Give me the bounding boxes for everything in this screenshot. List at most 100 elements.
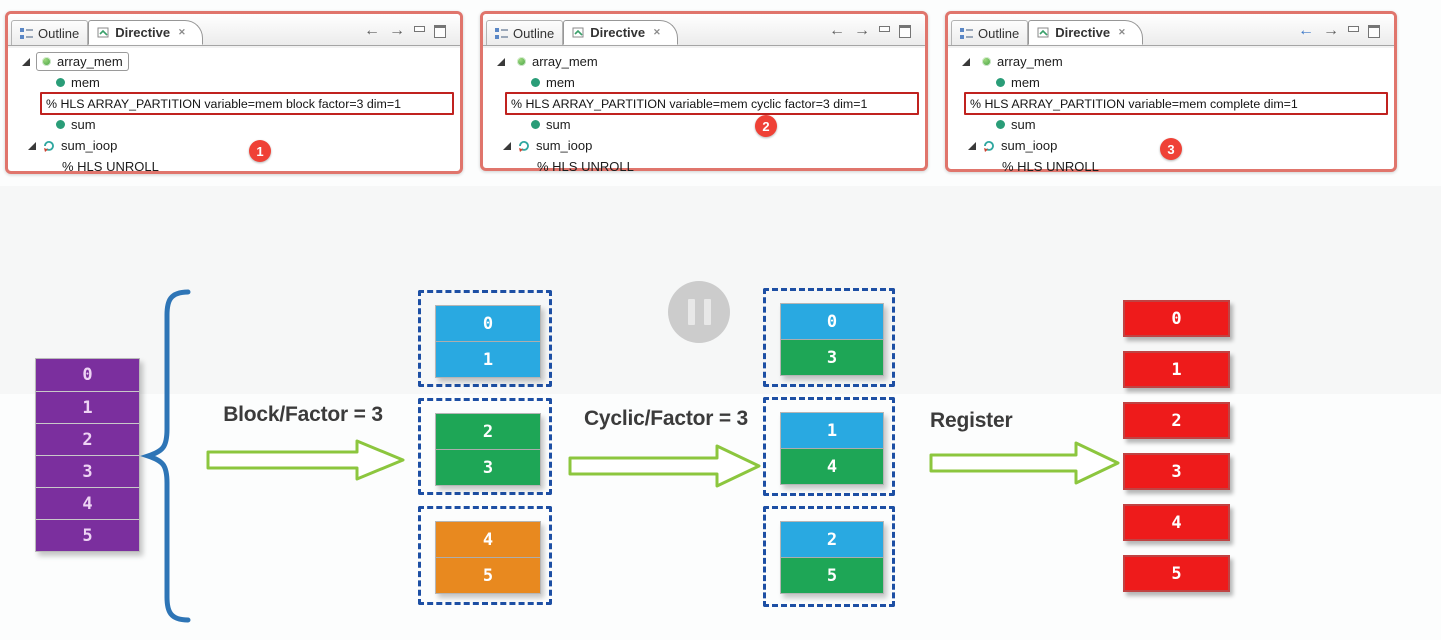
outline-icon [960, 27, 973, 39]
array-cell: 5 [436, 557, 540, 593]
directive-text: % HLS ARRAY_PARTITION variable=mem cycli… [511, 96, 868, 111]
close-icon[interactable]: ✕ [178, 27, 186, 37]
array-cell: 2 [436, 414, 540, 449]
register-cell: 0 [1123, 300, 1230, 337]
cell-value: 3 [826, 347, 838, 368]
tree-item-label: mem [71, 75, 100, 90]
tree-item-sum[interactable]: sum [16, 114, 460, 135]
tree-item-unroll[interactable]: % HLS UNROLL [491, 156, 925, 177]
tree-item-directive[interactable]: % HLS ARRAY_PARTITION variable=mem block… [16, 92, 460, 115]
array-cell: 2 [781, 522, 883, 557]
tree-item-unroll[interactable]: % HLS UNROLL [956, 156, 1394, 177]
directive-text: % HLS UNROLL [537, 159, 634, 174]
selected-node-box: array_mem [36, 52, 129, 71]
variable-icon [56, 78, 65, 87]
directive-text: % HLS UNROLL [62, 159, 159, 174]
tab-directive[interactable]: Directive ✕ [1028, 20, 1143, 45]
register-cell: 2 [1123, 402, 1230, 439]
pause-overlay[interactable] [668, 281, 730, 343]
expand-twistie-icon[interactable] [497, 57, 505, 66]
node-box: array_mem [511, 52, 604, 71]
array-cell: 1 [436, 341, 540, 377]
forward-icon[interactable]: → [854, 22, 870, 39]
maximize-icon[interactable] [899, 24, 911, 38]
forward-icon[interactable]: → [389, 22, 405, 39]
tree-item-label: sum [71, 117, 96, 132]
cell-value: 1 [82, 397, 93, 418]
tree-item-mem[interactable]: mem [956, 72, 1394, 93]
variable-icon [531, 120, 540, 129]
cyclic-arrow-icon [568, 444, 761, 488]
minimize-icon[interactable] [879, 26, 890, 32]
tree-item-sum-ioop[interactable]: sum_ioop [16, 135, 460, 156]
cell-value: 3 [82, 461, 93, 482]
partition-cells: 0 1 [435, 305, 541, 378]
maximize-icon[interactable] [434, 24, 446, 38]
tree-item-label: array_mem [532, 54, 598, 69]
tree-item-sum[interactable]: sum [491, 114, 925, 135]
pause-icon [703, 299, 711, 325]
tree-item-mem[interactable]: mem [491, 72, 925, 93]
back-icon[interactable]: ← [829, 22, 845, 39]
step-badge: 1 [249, 140, 271, 162]
array-cell: 1 [781, 413, 883, 448]
back-icon[interactable]: ← [364, 22, 380, 39]
directive-tree: array_mem mem % HLS ARRAY_PARTITION vari… [483, 46, 925, 177]
tree-item-sum-ioop[interactable]: sum_ioop [491, 135, 925, 156]
expand-twistie-icon[interactable] [962, 57, 970, 66]
source-array: 0 1 2 3 4 5 [35, 358, 140, 552]
tab-directive[interactable]: Directive ✕ [563, 20, 678, 45]
brace [140, 289, 191, 623]
block-partition-1: 0 1 [418, 290, 552, 387]
tree-item-label: sum_ioop [1001, 138, 1058, 153]
tab-outline-label: Outline [38, 25, 80, 41]
forward-icon[interactable]: → [1323, 22, 1339, 39]
expand-twistie-icon[interactable] [503, 141, 511, 150]
minimize-icon[interactable] [414, 26, 425, 32]
tree-item-directive[interactable]: % HLS ARRAY_PARTITION variable=mem cycli… [491, 92, 925, 115]
view-toolbar: ← → [1298, 23, 1394, 45]
minimize-icon[interactable] [1348, 26, 1359, 32]
tree-item-array-mem[interactable]: array_mem [956, 51, 1394, 72]
cell-value: 0 [82, 365, 93, 385]
tree-item-array-mem[interactable]: array_mem [491, 51, 925, 72]
close-icon[interactable]: ✕ [653, 27, 661, 37]
pause-icon [687, 299, 695, 325]
directive-highlight-box: % HLS ARRAY_PARTITION variable=mem compl… [964, 92, 1388, 115]
variable-icon [56, 120, 65, 129]
tab-directive-label: Directive [1055, 25, 1111, 40]
loop-icon [519, 140, 529, 152]
directive-highlight-box: % HLS ARRAY_PARTITION variable=mem cycli… [505, 92, 919, 115]
expand-twistie-icon[interactable] [22, 57, 30, 66]
outline-icon [495, 27, 508, 39]
directive-panel-complete: Outline Directive ✕ ← → array_mem mem % … [945, 11, 1397, 174]
expand-twistie-icon[interactable] [28, 141, 36, 150]
tree-item-sum-ioop[interactable]: sum_ioop [956, 135, 1394, 156]
directive-icon [572, 27, 584, 38]
cell-value: 5 [82, 525, 93, 546]
tab-outline[interactable]: Outline [951, 20, 1029, 45]
tree-item-directive[interactable]: % HLS ARRAY_PARTITION variable=mem compl… [956, 92, 1394, 115]
function-icon [517, 57, 526, 66]
tree-item-label: sum_ioop [536, 138, 593, 153]
tab-outline[interactable]: Outline [11, 20, 89, 45]
tab-directive-label: Directive [115, 25, 171, 40]
cyclic-partition-3: 2 5 [763, 506, 895, 607]
tree-item-mem[interactable]: mem [16, 72, 460, 93]
partition-cells: 2 5 [780, 521, 884, 594]
tree-item-array-mem[interactable]: array_mem [16, 51, 460, 72]
back-icon[interactable]: ← [1298, 22, 1314, 39]
tab-bar: Outline Directive ✕ ← → [948, 14, 1394, 46]
tree-item-sum[interactable]: sum [956, 114, 1394, 135]
expand-twistie-icon[interactable] [968, 141, 976, 150]
tree-item-unroll[interactable]: % HLS UNROLL [16, 156, 460, 177]
array-cell: 0 [36, 359, 139, 391]
partition-cells: 0 3 [780, 303, 884, 376]
close-icon[interactable]: ✕ [1118, 27, 1126, 37]
tree-item-label: array_mem [57, 54, 123, 69]
tab-outline[interactable]: Outline [486, 20, 564, 45]
tab-directive[interactable]: Directive ✕ [88, 20, 203, 45]
maximize-icon[interactable] [1368, 24, 1380, 38]
step-badge: 2 [755, 115, 777, 137]
cell-value: 1 [1171, 359, 1182, 380]
